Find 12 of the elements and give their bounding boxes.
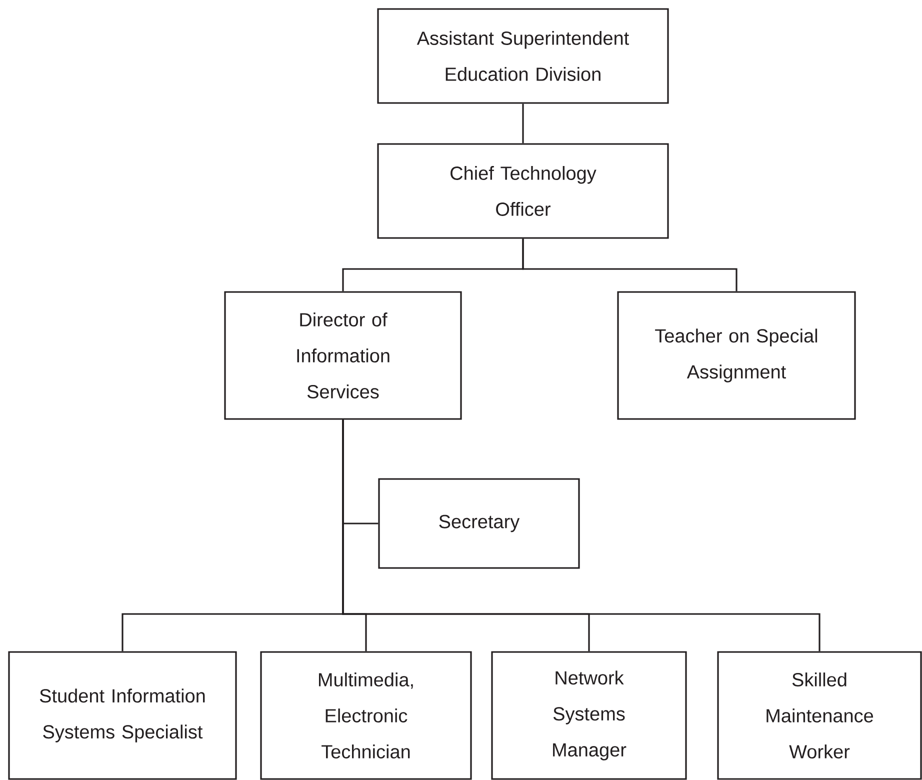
org-box: Chief Technology Officer: [377, 143, 669, 239]
org-box: Secretary: [378, 478, 580, 569]
org-box: Teacher on Special Assignment: [617, 291, 856, 420]
org-box: Student Information Systems Specialist: [8, 651, 237, 780]
org-box: Multimedia, Electronic Technician: [260, 651, 472, 780]
connector-line: [522, 238, 738, 292]
connector-line: [522, 104, 524, 144]
org-box: Skilled Maintenance Worker: [717, 651, 922, 780]
org-box: Director of Information Services: [224, 291, 462, 420]
connector-line: [342, 420, 820, 652]
org-box: Assistant Superintendent Education Division: [377, 8, 669, 104]
org-box: Network Systems Manager: [491, 651, 687, 780]
